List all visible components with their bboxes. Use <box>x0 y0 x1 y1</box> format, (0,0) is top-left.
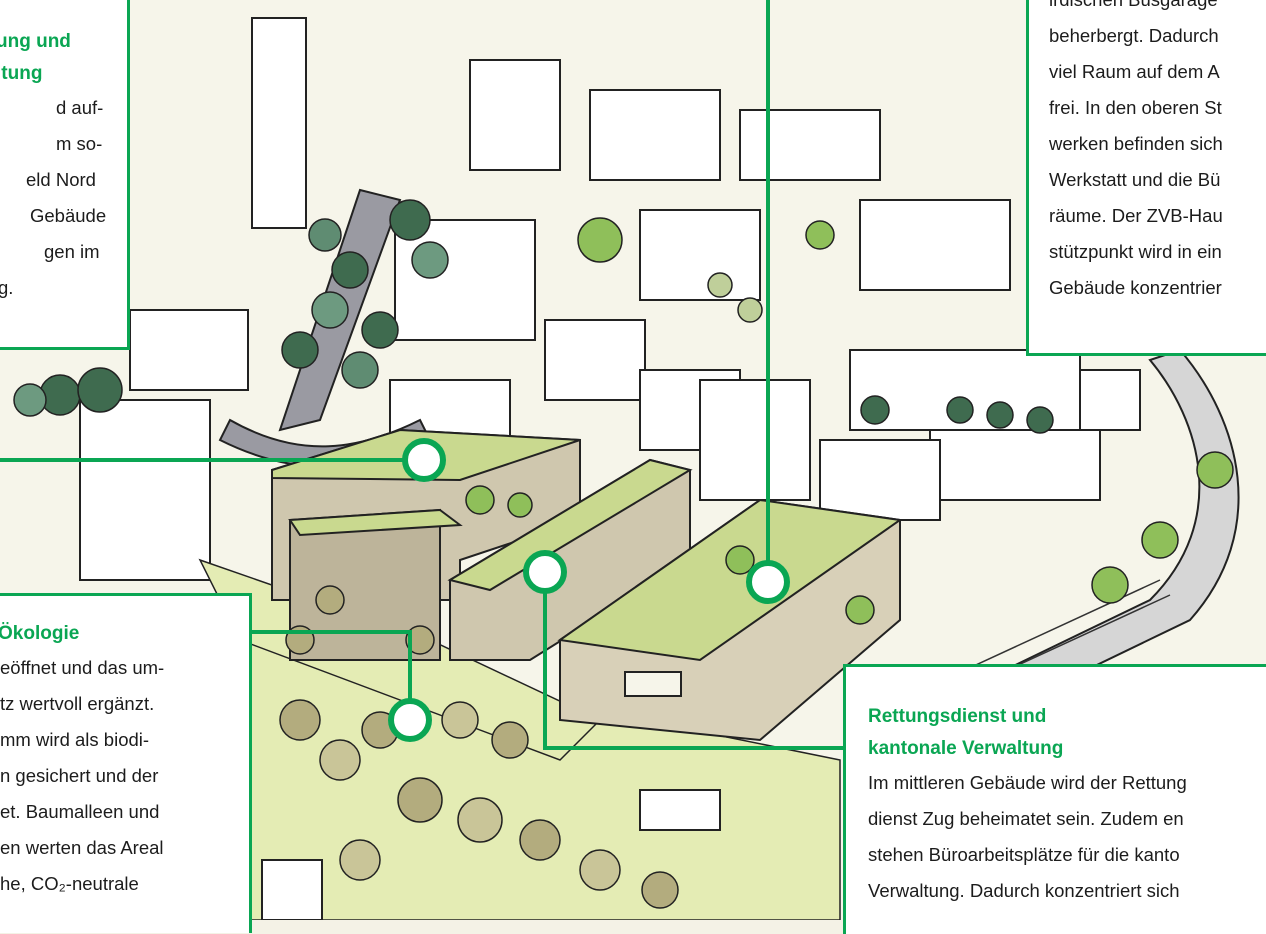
callout-top-left-title-2: ltung <box>0 63 43 84</box>
callout-bottom-right-line-2: dienst Zug beheimatet sein. Zudem en <box>868 808 1184 829</box>
callout-top-left-line-1: d auf- <box>56 97 104 118</box>
callout-top-left-line-4: Gebäude <box>30 205 107 226</box>
callout-top-left-title-1: ung und <box>0 31 71 52</box>
callout-bottom-right-line-1: Im mittleren Gebäude wird der Rettung <box>868 772 1187 793</box>
marker-rescue-service <box>402 438 446 482</box>
leader-lines <box>0 0 845 750</box>
callout-top-right-line-5: werken befinden sich <box>1049 133 1223 154</box>
main-buildings <box>271 428 903 742</box>
marker-administration <box>523 550 567 594</box>
callout-bottom-left-line-5: et. Baumalleen und <box>0 801 160 822</box>
callout-top-left-line-2: m so- <box>56 133 103 154</box>
callout-bottom-left-line-7: he, CO₂-neutrale <box>0 873 139 894</box>
callout-bottom-right-line-4: Verwaltung. Dadurch konzentriert sich <box>868 880 1180 901</box>
callout-top-right-line-6: Werkstatt und die Bü <box>1049 169 1221 190</box>
callout-bottom-left-line-4: n gesichert und der <box>0 765 159 786</box>
callout-bottom-left-line-1: eöffnet und das um- <box>0 657 165 678</box>
callout-top-right-line-4: frei. In den oberen St <box>1049 97 1222 118</box>
callout-bottom-right: Rettungsdienst und kantonale Verwaltung … <box>843 664 1266 934</box>
callout-bottom-right-title-2: kantonale Verwaltung <box>868 738 1064 759</box>
callout-bottom-left-line-6: en werten das Areal <box>0 837 164 858</box>
callout-bottom-right-line-3: stehen Büroarbeitsplätze für die kanto <box>868 844 1180 865</box>
callout-top-right-line-9: Gebäude konzentrier <box>1049 277 1222 298</box>
trees <box>13 199 1234 909</box>
callout-top-left-line-6: g. <box>0 277 14 298</box>
callout-top-left-line-3: eld Nord <box>26 169 96 190</box>
callout-top-right-line-7: räume. Der ZVB-Hau <box>1049 205 1223 226</box>
callout-top-left-line-5: gen im <box>44 241 100 262</box>
callout-bottom-right-title-1: Rettungsdienst und <box>868 706 1047 727</box>
markers <box>388 438 790 742</box>
callout-top-right-line-8: stützpunkt wird in ein <box>1049 241 1222 262</box>
callout-top-right-line-2: beherbergt. Dadurch <box>1049 25 1219 46</box>
callout-bottom-left-line-3: mm wird als biodi- <box>0 729 150 750</box>
callout-top-right-line-1: irdischen Busgarage <box>1049 0 1266 18</box>
marker-ecology <box>388 698 432 742</box>
callout-bottom-left-line-2: tz wertvoll ergänzt. <box>0 693 155 714</box>
background-buildings <box>79 17 1141 581</box>
callout-bottom-left: Ökologie eöffnet und das um- tz wertvoll… <box>0 593 252 933</box>
callout-bottom-left-title: Ökologie <box>0 623 80 644</box>
callout-top-left: ung und ltung d auf- m so- eld Nord Gebä… <box>0 0 130 350</box>
callout-top-right: irdischen Busgarage beherbergt. Dadurch … <box>1026 0 1266 356</box>
marker-bus-depot <box>746 560 790 604</box>
callout-top-right-line-3: viel Raum auf dem A <box>1049 61 1220 82</box>
